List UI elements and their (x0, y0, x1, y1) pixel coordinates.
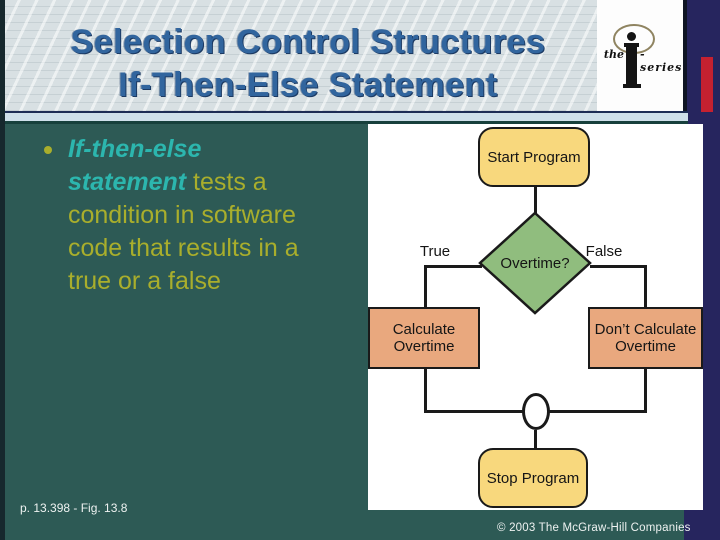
header-banner: Selection Control Structures If-Then-Els… (0, 0, 597, 111)
title-line-2: If-Then-Else Statement (118, 66, 498, 104)
connector-left-down (424, 369, 427, 413)
connector-true-horizontal (424, 265, 482, 268)
divider-top-line (0, 111, 688, 113)
header-divider (0, 111, 688, 124)
flowchart-stop-node: Stop Program (478, 448, 588, 508)
logo-i-serif-bottom (623, 84, 641, 88)
logo-dot-icon (627, 32, 636, 41)
flowchart-start-node: Start Program (478, 127, 590, 187)
connector-false-horizontal (590, 265, 647, 268)
false-branch-label: False (585, 243, 623, 260)
connector-false-vertical (644, 265, 647, 307)
logo-i-stem (626, 43, 637, 88)
title-line-1: Selection Control Structures (70, 23, 546, 61)
calculate-overtime-node: Calculate Overtime (368, 307, 480, 369)
left-edge-strip (0, 0, 5, 540)
junction-oval (522, 393, 550, 430)
figure-caption: p. 13.398 - Fig. 13.8 (20, 501, 128, 515)
page-title: Selection Control Structures If-Then-Els… (0, 21, 616, 107)
connector-right-down (644, 369, 647, 413)
bullet-icon (44, 146, 52, 154)
logo-text-the: the (603, 48, 624, 61)
i-series-logo: the -series (597, 0, 687, 111)
connector-true-vertical (424, 265, 427, 307)
dont-calculate-overtime-node: Don’t Calculate Overtime (588, 307, 703, 369)
flowchart-panel: Start Program Overtime? True False Calcu… (368, 124, 703, 510)
decision-label: Overtime? (500, 255, 570, 272)
connector-start-to-decision (534, 187, 537, 214)
logo-text-series: -series (640, 48, 683, 74)
decision-diamond (478, 211, 592, 315)
red-ribbon (701, 57, 713, 112)
divider-band (0, 113, 688, 121)
divider-bottom-line (0, 121, 688, 124)
true-branch-label: True (419, 243, 451, 260)
copyright-text: © 2003 The McGraw-Hill Companies (497, 522, 691, 534)
connector-oval-to-stop (534, 430, 537, 449)
